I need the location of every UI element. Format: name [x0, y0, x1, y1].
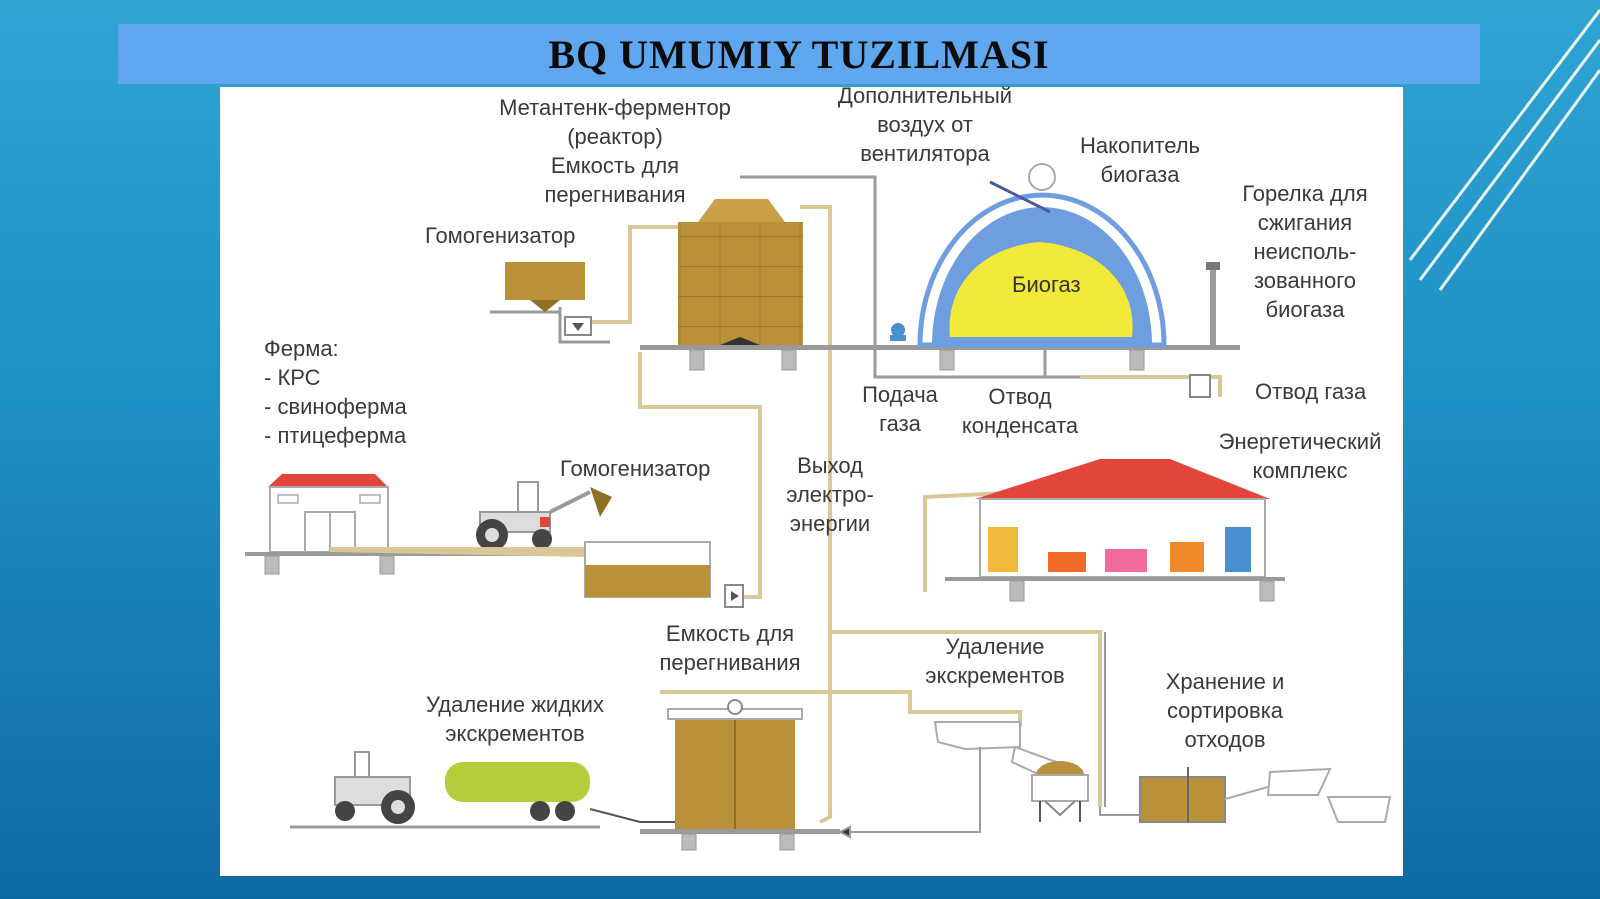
tractor-loader	[476, 481, 612, 551]
label-manure-removal: Удаление экскрементов	[925, 634, 1065, 688]
homogenizer-top	[505, 262, 592, 336]
label-liquid-removal: Удаление жидких экскрементов	[426, 692, 604, 746]
gas-valve	[1189, 374, 1211, 398]
decorative-stripes	[1408, 9, 1600, 291]
label-gas-supply: Подача газа	[862, 382, 938, 436]
burner	[1206, 262, 1220, 345]
label-homogenizer-mid: Гомогенизатор	[560, 456, 711, 481]
label-gas-outlet: Отвод газа	[1255, 379, 1367, 404]
tractor-tanker	[290, 751, 675, 829]
label-electricity: Выход электро- энергии	[786, 453, 874, 536]
bottom-lines	[837, 632, 1140, 839]
label-extra-air: Дополнительный воздух от вентилятора	[837, 83, 1013, 166]
farm-building	[245, 474, 595, 575]
digestion-tank	[640, 699, 840, 851]
label-metantank: Метантенк-ферментор (реактор) Емкость дл…	[499, 95, 731, 207]
label-waste-storage: Хранение и сортировка отходов	[1165, 669, 1285, 752]
biogas-diagram	[245, 163, 1392, 851]
slide-title: BQ UMUMIY TUZILMASI	[548, 31, 1050, 77]
label-condensate: Отвод конденсата	[961, 384, 1079, 438]
label-biogas: Биогаз	[1012, 272, 1081, 297]
label-energy-complex: Энергетический комплекс	[1218, 429, 1382, 483]
waste-storage	[1139, 767, 1392, 823]
label-burner: Горелка для сжигания неисполь- зованного…	[1242, 181, 1368, 322]
manure-cart	[1031, 761, 1089, 822]
label-digestion-tank: Емкость для перегнивания	[659, 621, 801, 675]
title-bar: BQ UMUMIY TUZILMASI	[118, 24, 1480, 84]
gas-holder	[890, 163, 1167, 371]
ramp	[330, 547, 585, 557]
label-homogenizer-top: Гомогенизатор	[425, 223, 576, 248]
gray-pipes	[490, 175, 1080, 379]
label-farm: Ферма: - КРС - свиноферма - птицеферма	[264, 336, 407, 448]
energy-complex	[945, 459, 1285, 602]
label-storage: Накопитель биогаза	[1079, 133, 1201, 187]
diagram-panel: Метантенк-ферментор (реактор) Емкость дл…	[220, 83, 1403, 876]
homogenizer-mid	[584, 541, 744, 608]
